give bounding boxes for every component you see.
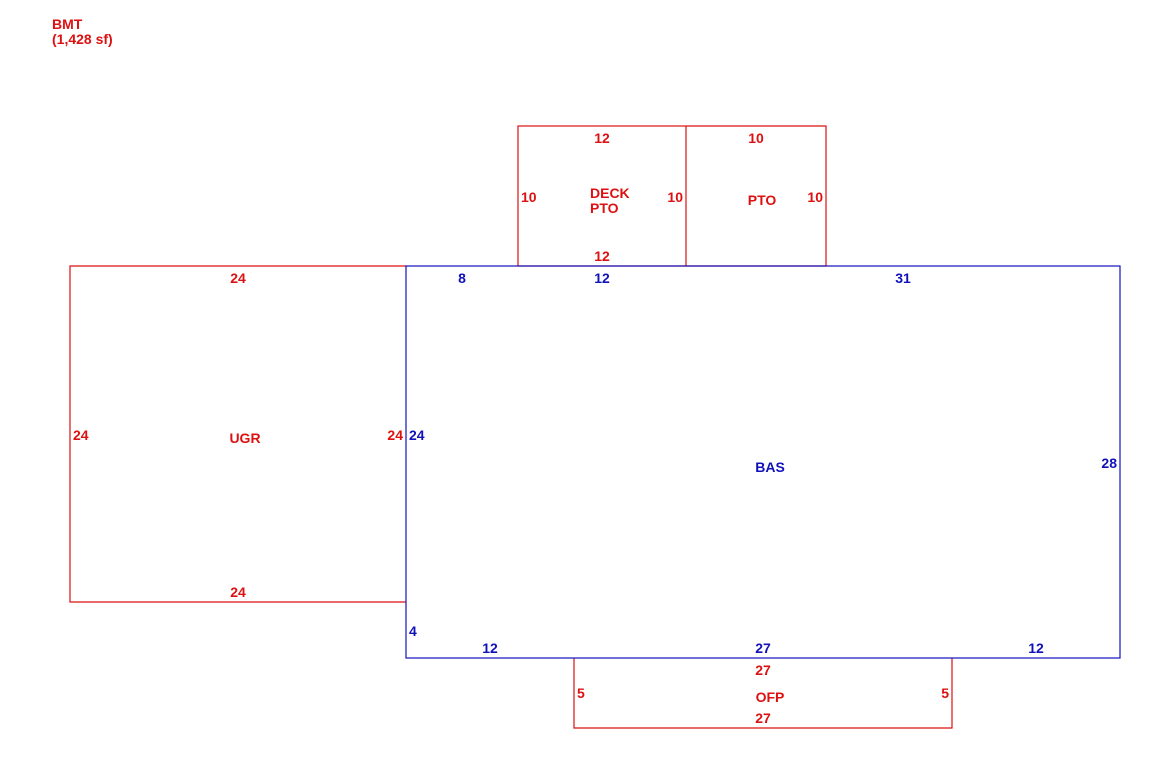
- deck-pto-bottom-dimension: 12: [594, 248, 610, 264]
- bas-left-dimension: 24: [409, 427, 425, 443]
- ofp-top-dimension: 27: [755, 662, 771, 678]
- deck-pto-label-line1: DECK: [590, 185, 630, 201]
- ugr-bottom-dimension: 24: [230, 584, 246, 600]
- bas-area: 8 12 31 24 28 4 12 27 12 BAS: [405, 265, 1121, 659]
- deck-pto-right-dimension: 10: [667, 189, 683, 205]
- ugr-label: UGR: [229, 430, 260, 446]
- bas-outline: [405, 265, 1121, 659]
- sketch-header: BMT (1,428 sf): [52, 17, 113, 47]
- pto-top-dimension: 10: [748, 130, 764, 146]
- bas-label: BAS: [755, 459, 785, 475]
- pto-label: PTO: [748, 192, 777, 208]
- pto-right-dimension: 10: [807, 189, 823, 205]
- deck-pto-left-dimension: 10: [521, 189, 537, 205]
- bas-bottom-mid-dimension: 27: [755, 640, 771, 656]
- ofp-right-dimension: 5: [941, 685, 949, 701]
- bas-left-lower-dimension: 4: [409, 623, 417, 639]
- ugr-right-dimension: 24: [387, 427, 403, 443]
- deck-pto-top-dimension: 12: [594, 130, 610, 146]
- ugr-outline: [69, 265, 406, 603]
- ofp-outline: [573, 658, 953, 729]
- deck-pto-label-line2: PTO: [590, 200, 619, 216]
- bas-top-left-dimension: 8: [458, 270, 466, 286]
- bas-top-right-dimension: 31: [895, 270, 911, 286]
- sketch-title: BMT: [52, 16, 83, 32]
- bas-right-dimension: 28: [1101, 455, 1117, 471]
- ugr-left-dimension: 24: [73, 427, 89, 443]
- ugr-top-dimension: 24: [230, 270, 246, 286]
- sketch-area: (1,428 sf): [52, 31, 113, 47]
- ugr-area: 24 24 24 24 UGR: [69, 265, 406, 603]
- bas-bottom-left-dimension: 12: [482, 640, 498, 656]
- ofp-left-dimension: 5: [577, 685, 585, 701]
- ofp-area: 27 5 5 27 OFP: [573, 658, 953, 729]
- bas-top-mid-dimension: 12: [594, 270, 610, 286]
- bas-bottom-right-dimension: 12: [1028, 640, 1044, 656]
- ofp-bottom-dimension: 27: [755, 710, 771, 726]
- pto-area: 10 10 PTO: [686, 125, 827, 267]
- deck-pto-area: 12 10 10 12 DECK PTO: [517, 125, 687, 267]
- ofp-label: OFP: [756, 689, 785, 705]
